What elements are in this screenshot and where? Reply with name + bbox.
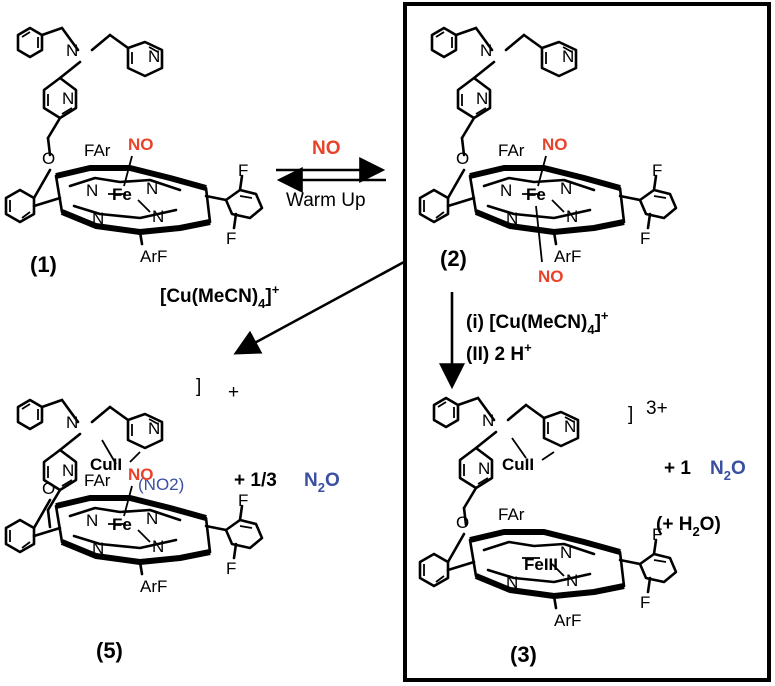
cu-reagent-label: [Cu(MeCN)4]+: [160, 282, 280, 311]
n2o-coefficient: + 1/3: [234, 470, 277, 491]
atom-n: N: [478, 459, 490, 478]
n2o-coefficient: + 1: [664, 458, 691, 479]
atom-n: N: [480, 41, 492, 60]
nitrosyl-ligand: NO: [128, 135, 154, 154]
nitrosyl-ligand-top: NO: [542, 135, 568, 154]
atom-n: N: [148, 47, 160, 66]
atom-n: N: [92, 539, 104, 558]
atom-n: N: [564, 417, 576, 436]
compound-5-charge: ]: [196, 376, 201, 397]
n2o-product: N2O: [304, 470, 340, 495]
atom-f: F: [652, 161, 662, 180]
nitrosyl-ligand-bottom: NO: [538, 267, 564, 286]
atom-n: N: [566, 571, 578, 590]
atom-f: F: [640, 229, 650, 248]
byproduct-5: + 1/3 N2O: [234, 470, 340, 495]
atom-n: N: [86, 511, 98, 530]
atom-f: F: [640, 593, 650, 612]
atom-n: N: [500, 181, 512, 200]
compound-1-label: (1): [30, 252, 57, 277]
copper-atom: CuII: [502, 455, 534, 474]
atom-o: O: [456, 513, 469, 532]
arf-label: ArF: [140, 247, 167, 266]
atom-n: N: [566, 207, 578, 226]
atom-n: N: [86, 181, 98, 200]
atom-f: F: [238, 491, 248, 510]
copper-atom: CuII: [90, 455, 122, 474]
no-reagent-label: NO: [312, 138, 341, 159]
atom-n: N: [146, 179, 158, 198]
atom-n: N: [476, 89, 488, 108]
iron-atom: Fe: [526, 185, 546, 204]
atom-n: N: [146, 509, 158, 528]
equilibrium-arrows: NO Warm Up: [276, 138, 386, 211]
atom-f: F: [652, 525, 662, 544]
compound-1: N N N O FAr N N N N Fe NO F F ArF (1): [6, 26, 262, 277]
compound-5-charge-sign: +: [228, 382, 239, 403]
atom-n: N: [152, 207, 164, 226]
atom-n: N: [560, 179, 572, 198]
nitrosyl-ligand: NO: [128, 465, 154, 484]
atom-n: N: [562, 47, 574, 66]
far-label: FAr: [84, 471, 111, 490]
atom-f: F: [238, 161, 248, 180]
iron-atom: FeIII: [524, 555, 558, 574]
atom-n: N: [506, 573, 518, 592]
compound-5: N N N CuII (NO2) ] + O FAr N N N N Fe NO…: [6, 376, 262, 663]
atom-f: F: [226, 559, 236, 578]
step-i-label: (i) [Cu(MeCN)4]+: [466, 308, 609, 337]
atom-o: O: [42, 149, 55, 168]
byproduct-3: + 1 N2O (+ H2O): [656, 458, 746, 539]
iron-atom: Fe: [112, 515, 132, 534]
n2o-product: N2O: [710, 458, 746, 483]
iron-atom: Fe: [112, 185, 132, 204]
compound-2-label: (2): [440, 246, 467, 271]
atom-n: N: [482, 411, 494, 430]
compound-3: N N N CuII ] 3+ O FAr N N N FeIII F F Ar…: [420, 396, 676, 667]
compound-5-label: (5): [96, 638, 123, 663]
atom-o: O: [42, 479, 55, 498]
step-ii-label: (II) 2 H+: [466, 340, 532, 365]
compound-3-charge-sign: 3+: [646, 398, 668, 419]
arf-label: ArF: [140, 577, 167, 596]
atom-n: N: [66, 41, 78, 60]
compound-3-label: (3): [510, 642, 537, 667]
atom-n: N: [62, 89, 74, 108]
nitrite-ligand: (NO2): [138, 475, 184, 494]
atom-f: F: [226, 229, 236, 248]
arf-label: ArF: [554, 247, 581, 266]
atom-n: N: [66, 413, 78, 432]
atom-n: N: [560, 543, 572, 562]
warm-up-label: Warm Up: [286, 190, 366, 211]
atom-n: N: [506, 209, 518, 228]
far-label: FAr: [84, 141, 111, 160]
far-label: FAr: [498, 505, 525, 524]
cu-addition-arrow: [Cu(MeCN)4]+: [160, 260, 405, 355]
reduction-arrow: (i) [Cu(MeCN)4]+ (II) 2 H+: [439, 292, 609, 390]
far-label: FAr: [498, 141, 525, 160]
atom-n: N: [152, 537, 164, 556]
atom-o: O: [456, 149, 469, 168]
compound-2: N N N O FAr N N N N Fe NO NO F F ArF (2): [420, 26, 676, 286]
arf-label: ArF: [554, 611, 581, 630]
atom-n: N: [92, 209, 104, 228]
atom-n: N: [62, 461, 74, 480]
atom-n: N: [148, 419, 160, 438]
water-byproduct: (+ H2O): [656, 514, 721, 539]
compound-3-charge: ]: [628, 404, 633, 425]
highlight-box: [403, 2, 771, 682]
